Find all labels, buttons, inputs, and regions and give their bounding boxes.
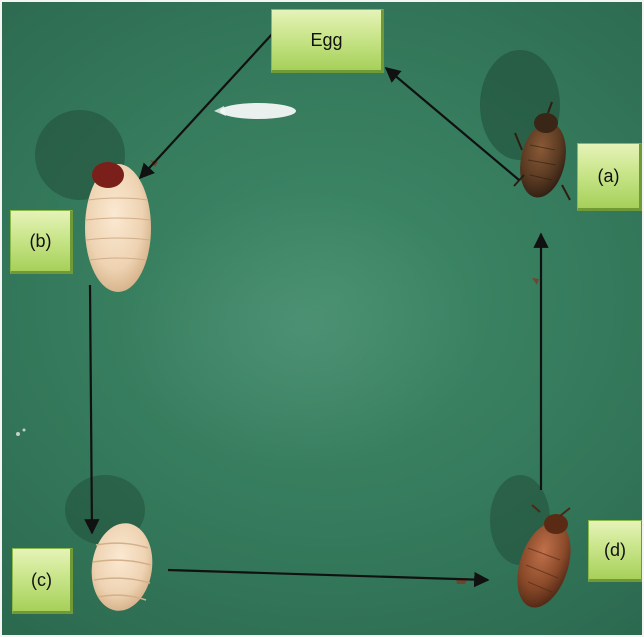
egg-specimen xyxy=(214,103,296,119)
arrow-c-to-d xyxy=(168,570,488,580)
debris xyxy=(23,429,26,432)
egg-label: Egg xyxy=(271,9,384,73)
stage-b-label: (b) xyxy=(10,210,73,274)
larva-specimen xyxy=(85,162,151,292)
stage-c-label: (c) xyxy=(12,548,73,614)
debris xyxy=(532,278,539,285)
debris xyxy=(16,432,20,436)
stage-d-label: (d) xyxy=(588,520,644,582)
stage-a-label: (a) xyxy=(577,143,642,211)
